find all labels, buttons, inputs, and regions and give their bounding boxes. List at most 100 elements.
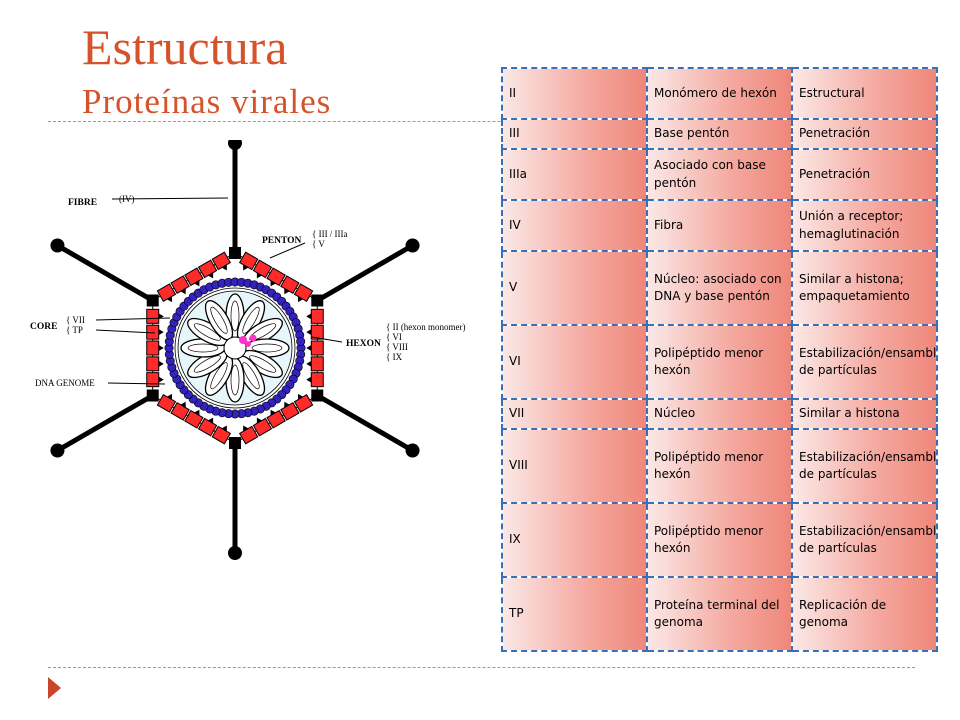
protein-description-cell: Núcleo (646, 398, 793, 430)
hexon-capsomer (266, 267, 286, 287)
hexon-capsomer (252, 417, 273, 437)
hexon-part-4: { IX (386, 352, 403, 362)
protein-function-cell: Unión a receptor; hemaglutinación (791, 199, 938, 252)
penton-base (146, 294, 159, 307)
penton-part-2: { V (312, 239, 325, 249)
hexon-capsomer (280, 401, 300, 421)
adenovirus-diagram: FIBRE (IV) PENTON { III / IIIa { V CORE … (30, 140, 500, 570)
fibre-roman-label: (IV) (119, 194, 135, 204)
hexon-part-1: { II (hexon monomer) (386, 322, 466, 332)
hexon-capsomer (252, 259, 273, 279)
protein-id-cell: TP (501, 576, 648, 652)
hexon-capsomer (238, 251, 259, 271)
protein-id-cell: IX (501, 502, 648, 578)
hexon-capsomer (306, 324, 324, 340)
hexon-capsomer (156, 393, 177, 413)
protein-function-cell: Estructural (791, 67, 938, 120)
hexon-capsomer (266, 409, 286, 429)
fibre-knob (228, 546, 242, 560)
hexon-part-3: { VIII (386, 342, 408, 352)
fibre-shaft (56, 243, 154, 303)
adenovirus-svg: FIBRE (IV) PENTON { III / IIIa { V CORE … (30, 140, 466, 560)
hexon-capsomer (156, 283, 177, 303)
hexon-capsomer (170, 275, 190, 295)
fibre-knob (50, 238, 65, 253)
next-slide-arrow-icon[interactable] (48, 677, 61, 699)
penton-base (311, 294, 324, 307)
protein-function-cell: Penetración (791, 118, 938, 150)
protein-id-cell: VIII (501, 428, 648, 504)
hexon-capsomer (170, 401, 190, 421)
top-divider (48, 121, 915, 122)
protein-description-cell: Núcleo: asociado con DNA y base pentón (646, 250, 793, 326)
hexon-capsomer (238, 425, 259, 445)
protein-id-cell: VII (501, 398, 648, 430)
protein-id-cell: IV (501, 199, 648, 252)
protein-description-cell: Polipéptido menor hexón (646, 324, 793, 400)
fibre-label: FIBRE (68, 198, 97, 208)
hexon-capsomer (197, 259, 218, 279)
penton-base (146, 389, 159, 402)
fibre-knob (228, 140, 242, 150)
fibre-knob (50, 443, 65, 458)
protein-vi-dot (296, 337, 306, 347)
terminal-protein-dot (239, 336, 247, 344)
core-label: CORE (30, 322, 57, 332)
fibre-knob (405, 443, 420, 458)
penton-base (229, 437, 241, 449)
protein-description-cell: Polipéptido menor hexón (646, 502, 793, 578)
fibre-shaft (316, 393, 414, 453)
fibre-knob (405, 238, 420, 253)
hexon-capsomer (211, 251, 232, 271)
penton-base (311, 389, 324, 402)
core-part-2: { TP (66, 325, 83, 335)
page-subtitle: Proteínas virales (82, 82, 332, 121)
penton-base (229, 247, 241, 259)
protein-id-cell: V (501, 250, 648, 326)
protein-function-cell: Replicación de genoma (791, 576, 938, 652)
protein-description-cell: Monómero de hexón (646, 67, 793, 120)
fibre-shaft (56, 393, 154, 453)
protein-function-cell: Estabilización/ensamblaje de partículas (791, 428, 938, 504)
fibre-shaft (316, 243, 414, 303)
hexon-capsomer (306, 340, 324, 356)
protein-id-cell: VI (501, 324, 648, 400)
penton-part-1: { III / IIIa (312, 229, 348, 239)
hexon-capsomer (146, 340, 164, 356)
hexon-capsomer (184, 267, 204, 287)
terminal-protein-dot (249, 334, 257, 342)
protein-description-cell: Polipéptido menor hexón (646, 428, 793, 504)
hexon-capsomer (146, 372, 164, 388)
hexon-capsomer (306, 356, 324, 372)
terminal-protein-dot (245, 341, 251, 347)
hexon-part-2: { VI (386, 332, 402, 342)
page-title: Estructura (82, 19, 288, 75)
bottom-divider (48, 667, 915, 668)
protein-function-cell: Similar a histona (791, 398, 938, 430)
protein-id-cell: II (501, 67, 648, 120)
protein-function-cell: Estabilización/ensamblaje de partículas (791, 324, 938, 400)
penton-label: PENTON (262, 236, 302, 246)
protein-id-cell: IIIa (501, 148, 648, 201)
hexon-capsomer (293, 283, 314, 303)
protein-description-cell: Proteína terminal del genoma (646, 576, 793, 652)
protein-description-cell: Asociado con base pentón (646, 148, 793, 201)
hexon-capsomer (306, 308, 324, 324)
hexon-capsomer (280, 275, 300, 295)
protein-description-cell: Base pentón (646, 118, 793, 150)
protein-function-cell: Penetración (791, 148, 938, 201)
hexon-capsomer (197, 417, 218, 437)
protein-description-cell: Fibra (646, 199, 793, 252)
dna-genome-label: DNA GENOME (35, 378, 95, 388)
hexon-capsomer (146, 324, 164, 340)
